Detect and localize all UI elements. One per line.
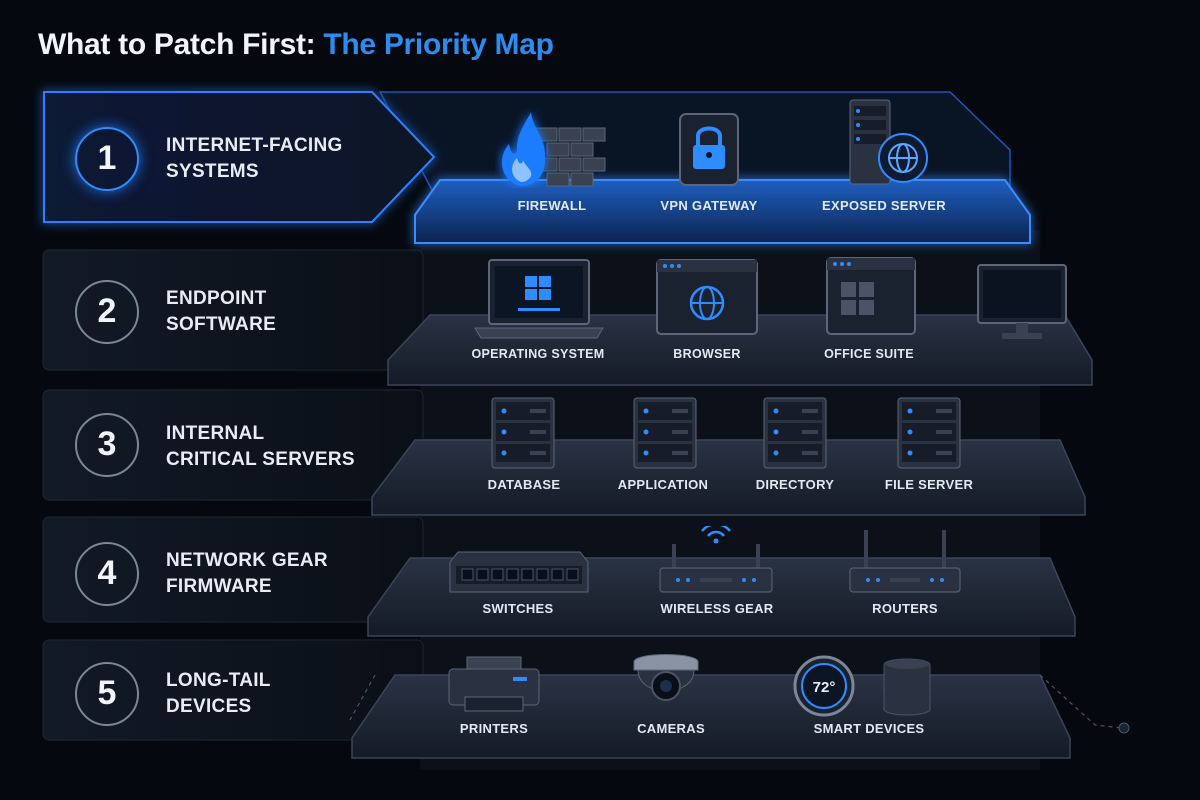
row4-item-label: ROUTERS	[872, 601, 938, 616]
row3-item-label: FILE SERVER	[884, 477, 974, 492]
row2-item-label: OPERATING SYSTEM	[471, 347, 605, 361]
row3-number-badge: 3	[75, 413, 139, 477]
browser-icon	[656, 259, 758, 335]
row4-number-badge: 4	[75, 542, 139, 606]
row3-item-label: DIRECTORY	[755, 477, 835, 492]
application-server-icon	[633, 397, 697, 469]
database-server-icon	[491, 397, 555, 469]
row3-item-label: DATABASE	[487, 477, 561, 492]
row2-item-label: OFFICE SUITE	[824, 347, 914, 361]
laptop-icon	[474, 259, 604, 339]
row1-item-label: FIREWALL	[517, 198, 587, 213]
firewall-icon	[501, 112, 606, 187]
row4-item-label: WIRELESS GEAR	[660, 601, 774, 616]
printer-icon	[448, 656, 540, 712]
file-server-icon	[897, 397, 961, 469]
wireless-router-icon	[659, 526, 773, 593]
row2-item-label: BROWSER	[673, 347, 741, 361]
directory-server-icon	[763, 397, 827, 469]
row1-item-label: VPN GATEWAY	[660, 198, 758, 213]
lock-icon	[679, 113, 739, 186]
row3-shelf	[371, 439, 1086, 516]
row1-label-panel	[43, 91, 436, 223]
thermostat-reading: 72°	[813, 679, 836, 696]
row1-number-badge: 1	[75, 127, 139, 191]
page-title: What to Patch First: The Priority Map	[38, 28, 554, 61]
row5-number-badge: 5	[75, 662, 139, 726]
row2-label-panel	[42, 249, 424, 371]
row5-item-label: SMART DEVICES	[813, 721, 925, 736]
exposed-server-icon	[849, 99, 928, 185]
thermostat-icon: 72°	[793, 655, 855, 717]
row1-item-label: EXPOSED SERVER	[822, 198, 946, 213]
office-window-icon	[826, 257, 916, 335]
row1-shelf	[414, 179, 1031, 244]
dashed-connector	[349, 674, 1123, 729]
row5-item-label: PRINTERS	[459, 721, 529, 736]
row3-item-label: APPLICATION	[617, 477, 709, 492]
row2-number-badge: 2	[75, 280, 139, 344]
row5-item-label: CAMERAS	[637, 721, 705, 736]
camera-icon	[633, 654, 699, 701]
monitor-icon	[977, 264, 1067, 339]
connector-node	[1118, 722, 1130, 734]
smart-speaker-icon	[883, 658, 931, 716]
switch-icon	[449, 551, 589, 593]
row4-item-label: SWITCHES	[482, 601, 554, 616]
router-icon	[849, 530, 961, 593]
